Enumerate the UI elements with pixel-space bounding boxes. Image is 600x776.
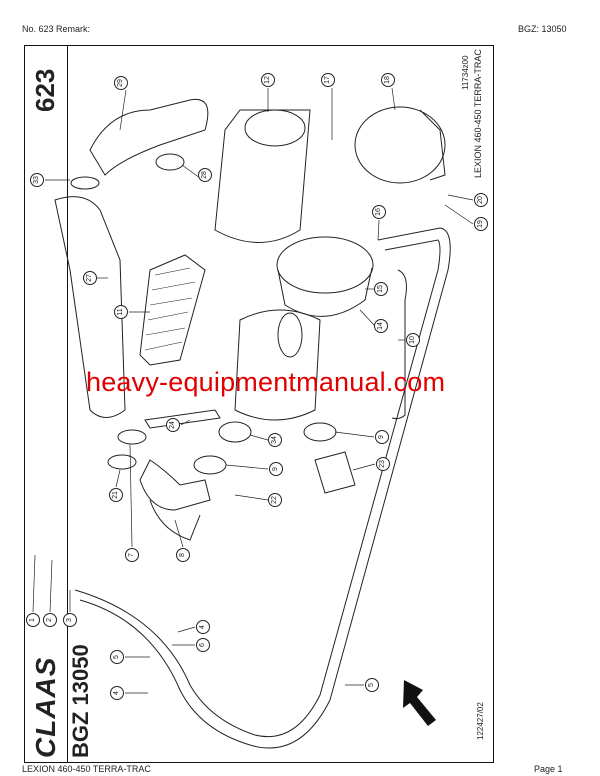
arrow xyxy=(403,680,436,726)
hose-5 xyxy=(79,227,451,749)
callout-5: 5 xyxy=(365,678,379,692)
callout-14: 14 xyxy=(374,319,388,333)
cover-15 xyxy=(276,236,374,294)
callout-34: 34 xyxy=(268,433,282,447)
callout-6: 6 xyxy=(196,638,210,652)
callout-9: 9 xyxy=(375,430,389,444)
callout-12: 12 xyxy=(261,73,275,87)
callout-29: 29 xyxy=(114,76,128,90)
elbow-8 xyxy=(139,459,211,541)
callout-3: 3 xyxy=(63,613,77,627)
footer-page: Page 1 xyxy=(534,764,563,774)
callout-10: 10 xyxy=(406,333,420,347)
clamp-18 xyxy=(354,106,446,184)
callout-23: 23 xyxy=(376,457,390,471)
filter-housing-12 xyxy=(214,109,311,243)
footer-model: LEXION 460-450 TERRA-TRAC xyxy=(22,764,151,774)
header-remark: No. 623 Remark: xyxy=(22,24,91,34)
callout-8: 8 xyxy=(176,548,190,562)
callout-4: 4 xyxy=(196,620,210,634)
callout-1: 1 xyxy=(26,613,40,627)
clamp-28 xyxy=(155,153,185,171)
callout-15: 15 xyxy=(374,282,388,296)
callout-5: 5 xyxy=(110,650,124,664)
callout-27: 27 xyxy=(83,271,97,285)
clamp-34 xyxy=(218,421,252,443)
callout-4: 4 xyxy=(110,686,124,700)
filter-element-11 xyxy=(139,254,206,366)
callout-17: 17 xyxy=(321,73,335,87)
callout-20: 20 xyxy=(474,193,488,207)
callout-22: 22 xyxy=(268,493,282,507)
diagram-frame xyxy=(24,45,494,763)
callout-7: 7 xyxy=(125,548,139,562)
watermark: heavy-equipmentmanual.com xyxy=(86,367,446,397)
callout-33: 33 xyxy=(30,173,44,187)
clamp-21 xyxy=(107,454,137,470)
clamp-7 xyxy=(117,429,147,445)
header-bgz: BGZ: 13050 xyxy=(518,24,567,34)
clamp-33 xyxy=(70,176,100,190)
callout-18: 18 xyxy=(381,73,395,87)
callout-16: 16 xyxy=(372,205,386,219)
callout-21: 21 xyxy=(109,488,123,502)
callout-19: 19 xyxy=(474,217,488,231)
callout-2: 2 xyxy=(43,613,57,627)
sleeve-23 xyxy=(314,451,356,494)
housing-10 xyxy=(234,309,321,421)
clamp-9a xyxy=(303,422,337,442)
callout-24: 24 xyxy=(166,418,180,432)
callout-28: 28 xyxy=(198,168,212,182)
title-strip xyxy=(24,45,68,763)
bracket-24 xyxy=(144,409,221,429)
clamp-9b xyxy=(193,455,227,475)
hose-29 xyxy=(89,98,209,176)
pipe-27 xyxy=(54,196,126,418)
callout-9: 9 xyxy=(269,462,283,476)
callout-11: 11 xyxy=(114,305,128,319)
